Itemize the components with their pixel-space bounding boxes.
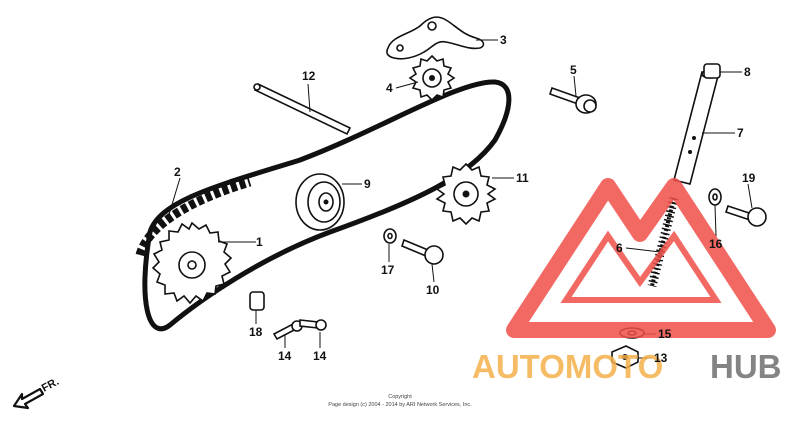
drive-sprocket — [151, 221, 233, 305]
tensioner-sprocket — [435, 162, 497, 226]
callout-4: 4 — [386, 81, 393, 95]
bolt-14b — [299, 319, 327, 331]
callout-7: 7 — [737, 126, 744, 140]
footer: Copyright Page design (c) 2004 - 2014 by… — [328, 394, 472, 408]
washer-16 — [708, 188, 722, 206]
cam-chain — [135, 79, 512, 332]
callout-3: 3 — [500, 33, 507, 47]
bolt-5 — [548, 86, 597, 114]
callout-13: 13 — [654, 351, 668, 365]
watermark-text-automoto: AUTOMOTO — [472, 348, 663, 385]
callout-labels: 1 2 3 4 5 6 7 8 9 10 11 12 13 14 14 15 1… — [174, 33, 756, 365]
callout-14b: 14 — [313, 349, 327, 363]
chain-guide-bracket — [386, 16, 485, 60]
automotohub-watermark: AUTOMOTO HUB — [472, 178, 782, 385]
bolt-10 — [401, 238, 444, 265]
callout-14a: 14 — [278, 349, 292, 363]
nut-13 — [611, 345, 639, 369]
washer-17 — [383, 228, 397, 244]
callout-6: 6 — [616, 241, 623, 255]
callout-9: 9 — [364, 177, 371, 191]
callout-11: 11 — [516, 171, 529, 185]
callout-5: 5 — [570, 63, 577, 77]
callout-1: 1 — [256, 235, 263, 249]
watermark-logo-icon — [506, 178, 776, 338]
footer-copyright: Copyright — [388, 394, 412, 400]
callout-10: 10 — [426, 283, 440, 297]
callout-8: 8 — [744, 65, 751, 79]
bolt-19 — [724, 204, 767, 227]
callout-18: 18 — [249, 325, 263, 339]
direction-label: FR. — [40, 376, 61, 395]
shaft-12 — [253, 82, 352, 136]
callout-12: 12 — [302, 69, 316, 83]
collar-18 — [249, 291, 265, 311]
callout-17: 17 — [381, 263, 395, 277]
tensioner-spring — [647, 196, 679, 288]
guide-roller — [295, 173, 345, 231]
cap-8 — [703, 63, 721, 79]
cam-sprocket-small — [408, 54, 456, 102]
callout-15: 15 — [658, 327, 672, 341]
callout-19: 19 — [742, 171, 756, 185]
footer-page-design: Page design (c) 2004 - 2014 by ARI Netwo… — [328, 402, 472, 408]
bolt-14a — [272, 320, 303, 341]
callout-16: 16 — [709, 237, 723, 251]
watermark-text-hub: HUB — [710, 348, 782, 385]
callout-2: 2 — [174, 165, 181, 179]
tensioner-tube — [673, 69, 719, 185]
front-direction-indicator: FR. — [12, 376, 61, 410]
arrow-front-icon — [12, 387, 45, 410]
